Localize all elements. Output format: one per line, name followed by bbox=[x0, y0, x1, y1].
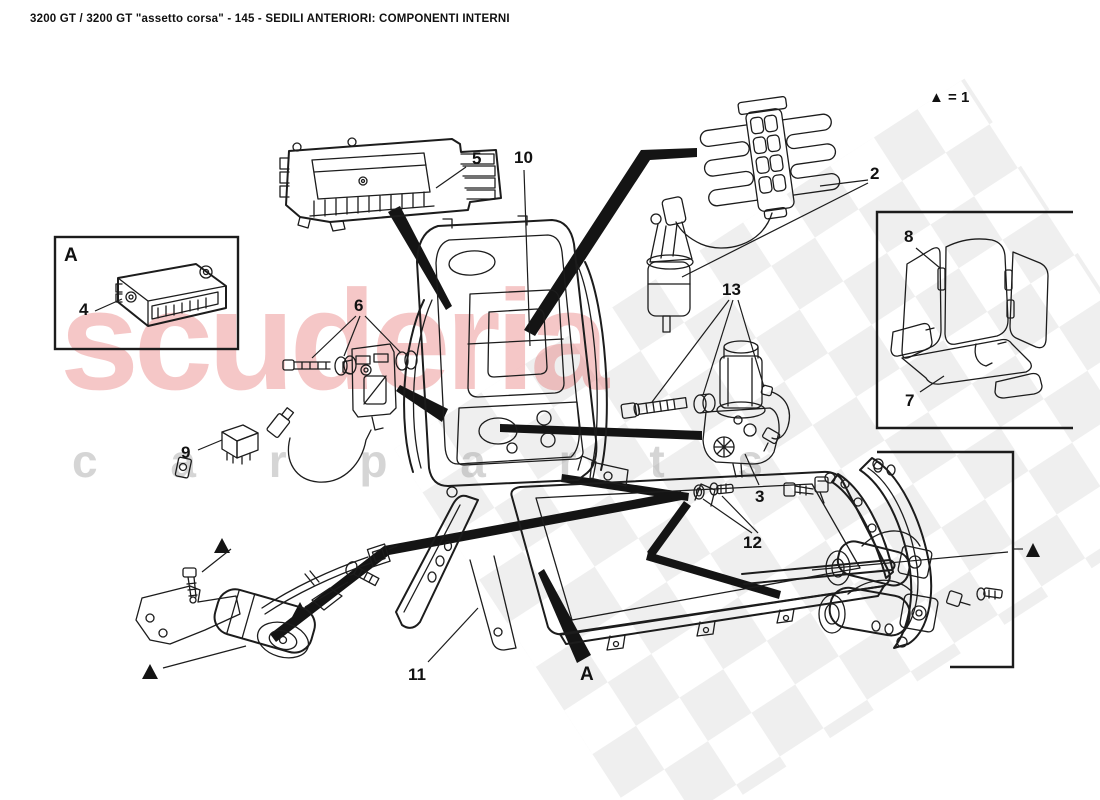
seat-motors-assembly bbox=[783, 457, 1003, 649]
pivot-bolt-and-bushing bbox=[620, 396, 688, 419]
callout-5: 5 bbox=[472, 149, 482, 168]
callout-13: 13 bbox=[722, 280, 741, 299]
callout-6: 6 bbox=[354, 296, 364, 315]
detail-box-motors bbox=[877, 450, 1015, 669]
callout-7: 7 bbox=[905, 391, 915, 410]
frame-screws bbox=[693, 482, 734, 500]
lumbar-pump bbox=[646, 196, 694, 333]
seat-backrest-frame bbox=[403, 215, 629, 487]
inset-box-label-a: A bbox=[64, 245, 78, 266]
heater-wire bbox=[675, 212, 773, 249]
backrest-heater-element bbox=[699, 95, 841, 220]
assembly-marker-triangles bbox=[142, 538, 1040, 679]
bushing bbox=[693, 393, 716, 414]
leader-lines bbox=[94, 166, 1023, 669]
callout-11: 11 bbox=[408, 665, 426, 684]
callout-4: 4 bbox=[79, 300, 89, 319]
watermark-subtitle: c a r p a r t s bbox=[72, 435, 794, 487]
callout-ref-a: A bbox=[580, 664, 594, 685]
detail-box-pads bbox=[875, 210, 1073, 430]
page-title: 3200 GT / 3200 GT "assetto corsa" - 145 … bbox=[30, 13, 510, 25]
cable-end-clip bbox=[174, 456, 192, 479]
height-motor-left bbox=[135, 543, 398, 659]
cushion-pad bbox=[890, 322, 1043, 399]
backrest-pad bbox=[901, 238, 1049, 367]
callout-9: 9 bbox=[181, 443, 191, 462]
recline-motor bbox=[702, 340, 791, 478]
callout-3: 3 bbox=[755, 487, 765, 506]
watermark-brand: scuderia bbox=[60, 261, 609, 420]
callout-12: 12 bbox=[743, 533, 762, 552]
callout-10: 10 bbox=[514, 148, 533, 167]
relay bbox=[221, 424, 259, 465]
inset-box-a bbox=[53, 235, 240, 351]
seat-control-module bbox=[279, 137, 502, 232]
relay-bracket-assembly bbox=[266, 343, 418, 483]
callout-2: 2 bbox=[870, 164, 880, 183]
pointer-wedges bbox=[270, 148, 781, 663]
callout-8: 8 bbox=[904, 227, 914, 246]
seat-cushion-frame bbox=[395, 455, 896, 651]
triangle-legend: ▲ = 1 bbox=[929, 89, 970, 106]
seat-memory-module bbox=[115, 263, 227, 327]
